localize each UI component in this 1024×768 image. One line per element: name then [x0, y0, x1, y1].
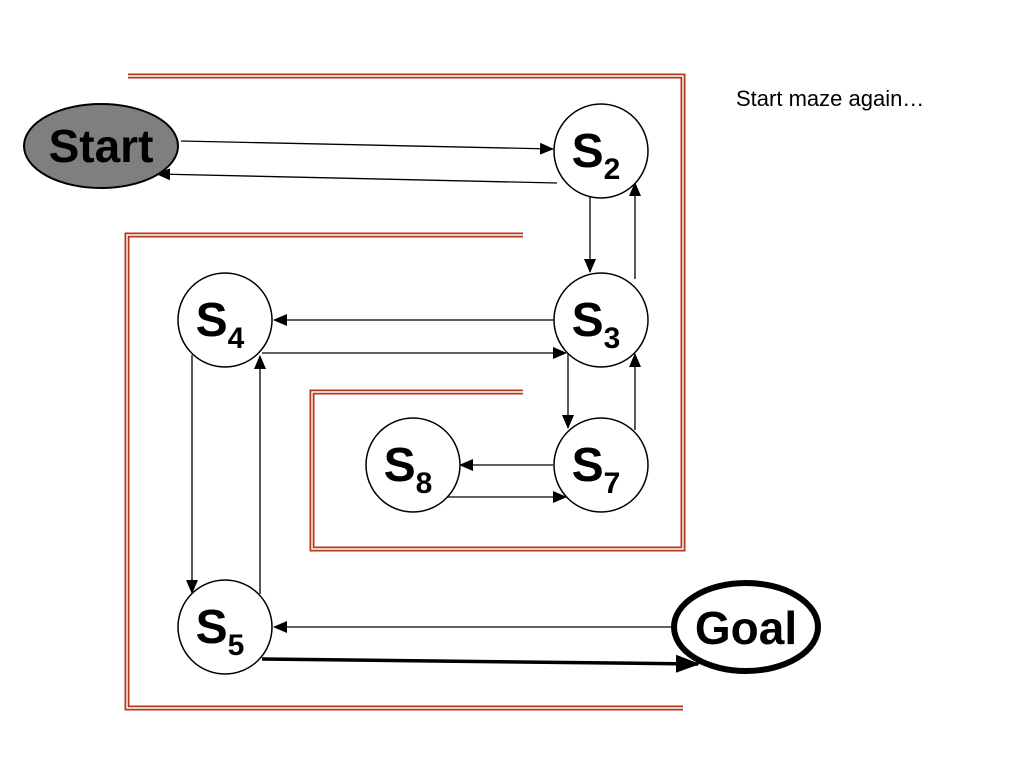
- node-s4-label: S: [196, 294, 228, 347]
- node-s7-label: S: [572, 439, 604, 492]
- node-s7: S7: [553, 417, 649, 513]
- transition-arrows: [156, 140, 700, 673]
- node-s7-shape: [553, 417, 649, 513]
- node-s4: S4: [177, 272, 273, 368]
- node-s3: S3: [553, 272, 649, 368]
- arrow-s5-goal: [261, 654, 700, 673]
- node-s8-shape: [365, 417, 461, 513]
- node-start-shape: [23, 103, 179, 189]
- svg-text:Start: Start: [49, 120, 154, 172]
- node-s2-shape: [553, 103, 649, 199]
- svg-text:S8: S8: [384, 439, 433, 500]
- node-s8: S8: [365, 417, 461, 513]
- node-s4-shape: [177, 272, 273, 368]
- node-start: Start: [23, 103, 179, 189]
- svg-text:S2: S2: [572, 125, 621, 186]
- node-s4-subscript: 4: [228, 322, 245, 355]
- svg-text:S4: S4: [196, 294, 245, 355]
- node-s5-shape: [177, 579, 273, 675]
- svg-text:S3: S3: [572, 294, 621, 355]
- maze-wall-outer: [128, 73, 686, 552]
- node-s5: S5: [177, 579, 273, 675]
- node-s3-shape: [553, 272, 649, 368]
- maze-walls: [124, 73, 686, 711]
- node-s8-label: S: [384, 439, 416, 492]
- node-s8-subscript: 8: [416, 467, 433, 500]
- maze-wall-inner: [124, 232, 683, 711]
- node-start-label: Start: [49, 120, 154, 172]
- svg-text:S7: S7: [572, 439, 621, 500]
- node-s5-label: S: [196, 601, 228, 654]
- node-s3-subscript: 3: [604, 322, 621, 355]
- node-goal-label: Goal: [695, 602, 797, 654]
- node-goal-shape: [671, 580, 821, 674]
- node-goal: Goal: [671, 580, 821, 674]
- node-s3-label: S: [572, 294, 604, 347]
- arrow-s2-start: [156, 168, 558, 184]
- state-nodes: Start S2 S3 S4: [23, 103, 821, 675]
- node-s2-subscript: 2: [604, 153, 621, 186]
- node-s2: S2: [553, 103, 649, 199]
- node-s5-subscript: 5: [228, 629, 245, 662]
- svg-text:Goal: Goal: [695, 602, 797, 654]
- arrow-start-s2: [180, 140, 554, 155]
- svg-text:S5: S5: [196, 601, 245, 662]
- caption-text: Start maze again…: [736, 86, 925, 111]
- node-s2-label: S: [572, 125, 604, 178]
- node-s7-subscript: 7: [604, 467, 621, 500]
